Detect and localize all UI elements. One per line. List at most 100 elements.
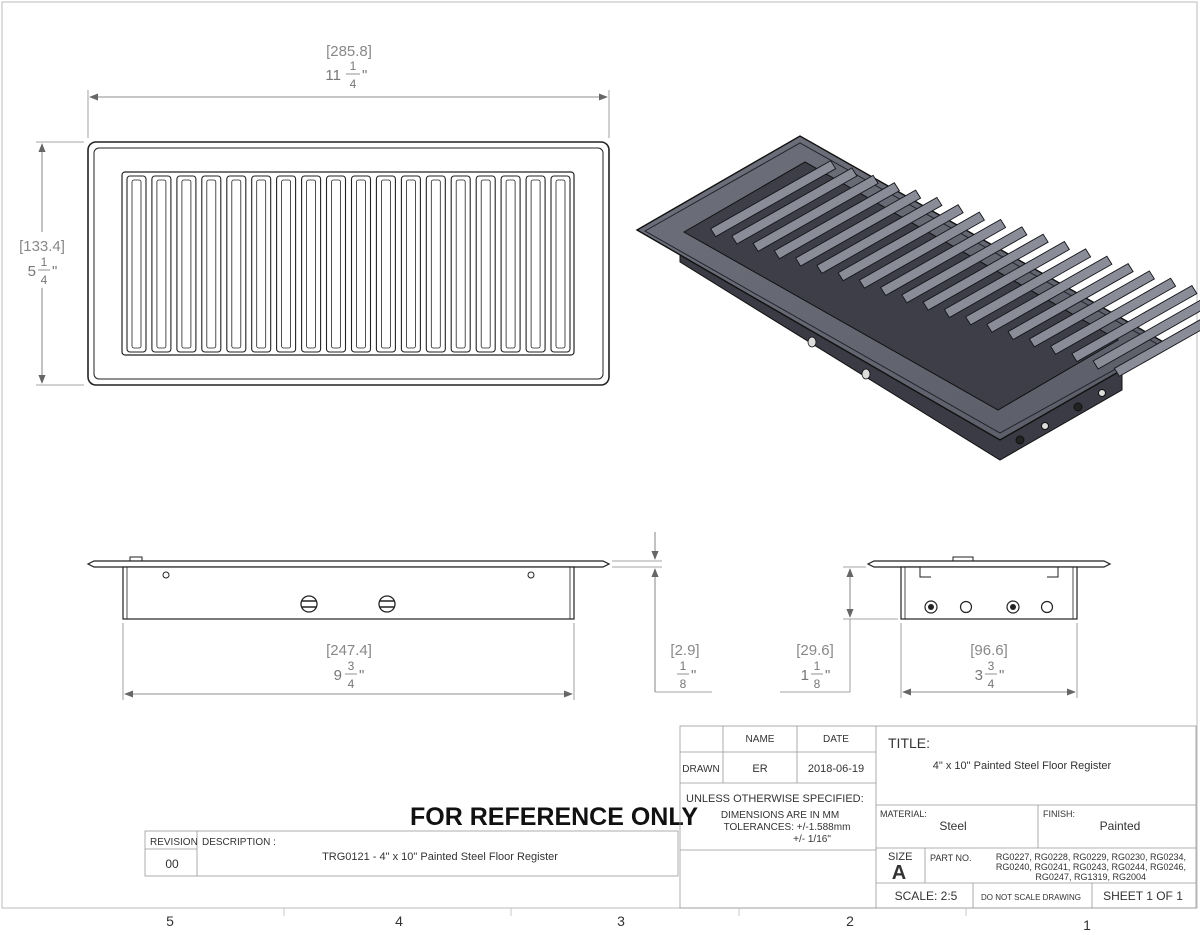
louver-blade bbox=[306, 179, 317, 349]
louver-blade bbox=[380, 179, 391, 349]
zone-label-2: 2 bbox=[846, 913, 854, 929]
iso-louver-blade bbox=[1049, 277, 1177, 355]
boot-length-den: 4 bbox=[348, 677, 355, 691]
iso-louver-blade bbox=[1113, 319, 1200, 377]
overall-width-whole: 11 bbox=[325, 67, 341, 84]
boot-width-mm: [96.6] bbox=[970, 642, 1008, 659]
flange-thickness-num: 1 bbox=[680, 659, 687, 673]
louver-slot bbox=[301, 175, 322, 353]
louver-blade bbox=[281, 179, 292, 349]
iso-louver-blade bbox=[986, 255, 1113, 333]
louver-slot bbox=[226, 175, 247, 353]
louver-slot bbox=[450, 175, 471, 353]
louver-blade bbox=[206, 179, 217, 349]
louver-slot bbox=[400, 175, 421, 353]
louver-blade bbox=[480, 179, 491, 349]
drawn-label: DRAWN bbox=[682, 764, 719, 775]
drawing-title: 4" x 10" Painted Steel Floor Register bbox=[933, 760, 1112, 772]
drawn-name: ER bbox=[752, 763, 767, 775]
isometric-view bbox=[635, 135, 1200, 461]
overall-width-mm: [285.8] bbox=[326, 43, 372, 60]
iso-louver-blade bbox=[901, 226, 1028, 304]
louver-slot bbox=[276, 175, 297, 353]
description-value: TRG0121 - 4" x 10" Painted Steel Floor R… bbox=[322, 851, 558, 863]
iso-louver-blade bbox=[943, 240, 1071, 319]
revision-block bbox=[144, 830, 679, 877]
spec-heading: UNLESS OTHERWISE SPECIFIED: bbox=[686, 793, 864, 805]
boot-width-den: 4 bbox=[988, 677, 995, 691]
reference-note: FOR REFERENCE ONLY bbox=[410, 803, 698, 831]
overall-width-num: 1 bbox=[350, 59, 357, 73]
louver-slot bbox=[201, 175, 222, 353]
overall-height-whole: 5 bbox=[28, 263, 36, 280]
iso-louver-blade bbox=[731, 167, 858, 245]
finish-value: Painted bbox=[1100, 819, 1141, 833]
sheet-value: SHEET 1 OF 1 bbox=[1103, 889, 1183, 903]
no-scale-note: DO NOT SCALE DRAWING bbox=[981, 893, 1081, 902]
part-no-label: PART NO. bbox=[930, 853, 972, 863]
louver-slot bbox=[525, 175, 546, 353]
louver-blade bbox=[505, 179, 516, 349]
boot-length-whole: 9 bbox=[334, 667, 342, 684]
iso-louver-blade bbox=[964, 248, 1092, 326]
iso-louver-blade bbox=[922, 233, 1049, 311]
overall-height-num: 1 bbox=[41, 255, 48, 269]
title-label: TITLE: bbox=[888, 735, 930, 751]
louver-slot bbox=[126, 175, 147, 353]
louver-blade bbox=[231, 179, 242, 349]
boot-depth-whole: 1 bbox=[801, 667, 809, 684]
iso-louver-blade bbox=[858, 211, 986, 289]
boot-length-mm: [247.4] bbox=[326, 642, 372, 659]
iso-louver-blade bbox=[752, 174, 879, 252]
zone-label-5: 5 bbox=[166, 913, 174, 929]
boot-depth-num: 1 bbox=[814, 659, 821, 673]
overall-width-unit: " bbox=[362, 67, 367, 84]
boot-depth-dimension: [29.6] 1 1 8 " bbox=[780, 566, 898, 693]
iso-louver-blade bbox=[1071, 285, 1198, 363]
boot-width-whole: 3 bbox=[975, 667, 983, 684]
date-header: DATE bbox=[823, 734, 849, 745]
zone-label-4: 4 bbox=[395, 913, 403, 929]
louver-slot bbox=[500, 175, 521, 353]
louver-blade bbox=[356, 179, 366, 349]
name-header: NAME bbox=[746, 734, 775, 745]
overall-width-den: 4 bbox=[350, 77, 357, 91]
scale-value: SCALE: 2:5 bbox=[895, 889, 958, 903]
part-no-line-3: RG0247, RG1319, RG2004 bbox=[1035, 872, 1146, 882]
boot-width-unit: " bbox=[999, 667, 1004, 684]
louver-blade bbox=[256, 179, 267, 349]
zone-label-1: 1 bbox=[1083, 917, 1091, 933]
flange-thickness-mm: [2.9] bbox=[670, 642, 699, 659]
finish-label: FINISH: bbox=[1043, 809, 1075, 819]
iso-louver-blade bbox=[773, 182, 901, 260]
iso-louver-blade bbox=[1092, 299, 1200, 370]
iso-louver-blade bbox=[816, 196, 943, 275]
louver-blade bbox=[405, 179, 416, 349]
overall-height-den: 4 bbox=[41, 273, 48, 287]
louver-slot bbox=[151, 175, 172, 353]
spec-line-1: DIMENSIONS ARE IN MM bbox=[721, 810, 839, 821]
material-label: MATERIAL: bbox=[880, 809, 927, 819]
title-block bbox=[679, 725, 1197, 909]
zone-ticks bbox=[283, 908, 967, 916]
louver-slots bbox=[126, 175, 571, 353]
iso-louver-blade bbox=[1028, 270, 1156, 348]
part-no-line-2: RG0240, RG0241, RG0243, RG0244, RG0246, bbox=[996, 862, 1186, 872]
spec-line-3: +/- 1/16" bbox=[793, 834, 831, 845]
drawn-date: 2018-06-19 bbox=[808, 763, 864, 775]
side-view-long bbox=[86, 556, 611, 620]
sheet-border bbox=[1, 1, 1198, 909]
louver-blade bbox=[530, 179, 541, 349]
iso-louver-blade bbox=[837, 204, 964, 282]
flange-thickness-unit: " bbox=[691, 667, 696, 684]
spec-line-2: TOLERANCES: +/-1.588mm bbox=[724, 822, 851, 833]
louver-slot bbox=[350, 175, 372, 353]
flange-thickness-dimension: [2.9] 1 8 " bbox=[612, 532, 712, 693]
louver-slot bbox=[176, 175, 197, 353]
flange-thickness-den: 8 bbox=[680, 677, 687, 691]
overall-height-mm: [133.4] bbox=[19, 238, 65, 255]
louver-slot bbox=[550, 175, 571, 353]
louver-blade bbox=[181, 179, 192, 349]
boot-width-dimension: [96.6] 3 3 4 " bbox=[900, 623, 1078, 698]
revision-value: 00 bbox=[165, 857, 179, 871]
